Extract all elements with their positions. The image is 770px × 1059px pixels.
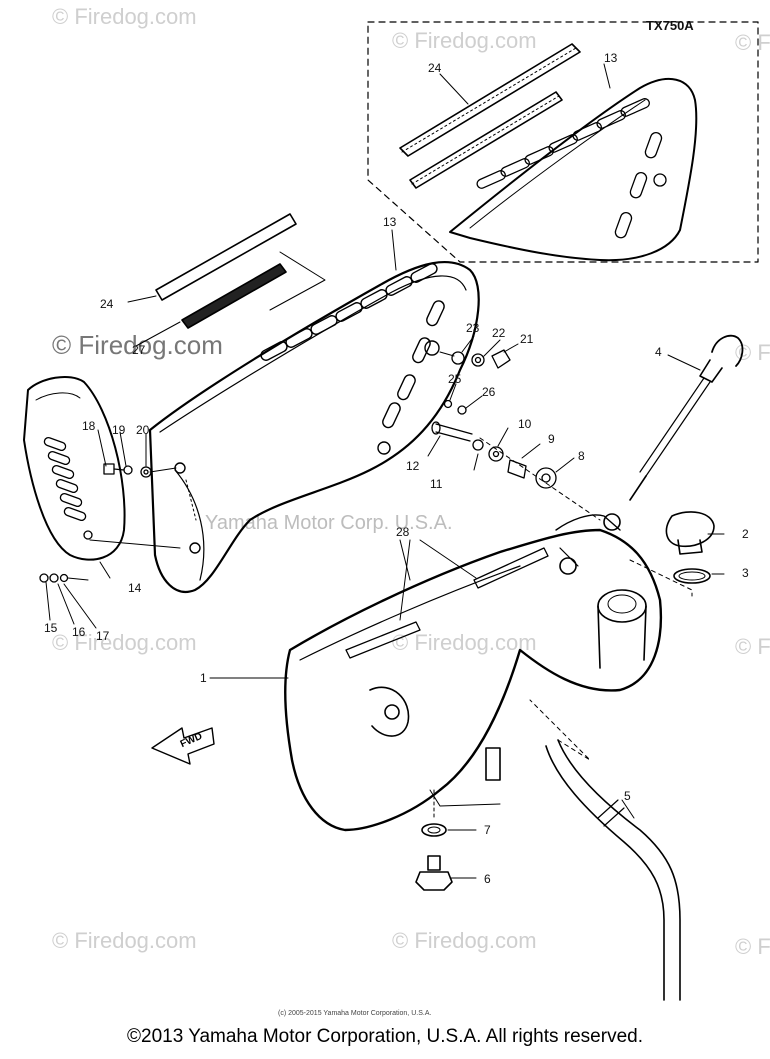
callout-20: 20 — [136, 423, 150, 437]
callout-4: 4 — [655, 345, 662, 359]
clip-parts — [443, 399, 467, 415]
fasteners-bottom-left — [39, 573, 89, 583]
fwd-arrow-icon — [151, 727, 215, 765]
watermark: © Firedog.com — [392, 630, 537, 655]
callout-2: 2 — [742, 527, 749, 541]
drain-plug — [415, 789, 453, 891]
callout-13-inset: 13 — [604, 51, 618, 65]
footer-copyright: ©2013 Yamaha Motor Corporation, U.S.A. A… — [127, 1026, 643, 1047]
callout-11: 11 — [430, 477, 443, 491]
callout-24-inset: 24 — [428, 61, 442, 75]
callout-13: 13 — [383, 215, 397, 229]
callout-26: 26 — [482, 385, 496, 399]
callout-10: 10 — [518, 417, 532, 431]
side-cover-frame — [148, 260, 480, 593]
oil-cap — [629, 511, 715, 597]
callout-19: 19 — [112, 423, 126, 437]
watermark: © Firedog.com — [392, 28, 537, 53]
inset-dashed-border — [367, 21, 759, 263]
callout-8: 8 — [578, 449, 585, 463]
oil-tank — [284, 513, 663, 832]
callout-5: 5 — [624, 789, 631, 803]
watermark: © Firedog.com — [735, 30, 770, 55]
callout-9: 9 — [548, 432, 555, 446]
callout-18: 18 — [82, 419, 96, 433]
callout-23: 23 — [466, 321, 480, 335]
mounting-bolt-set — [431, 421, 601, 521]
watermark: © Firedog.com — [392, 928, 537, 953]
callout-12: 12 — [406, 459, 420, 473]
callout-21: 21 — [520, 332, 534, 346]
emblem-strip — [155, 213, 326, 329]
callout-22: 22 — [492, 326, 506, 340]
callout-6: 6 — [484, 872, 491, 886]
rubber-strips — [345, 539, 549, 659]
callout-15: 15 — [44, 621, 58, 635]
callout-1: 1 — [200, 671, 207, 685]
watermark: © Firedog.com — [735, 934, 770, 959]
callout-14: 14 — [128, 581, 142, 595]
callout-25: 25 — [448, 372, 462, 386]
callout-16: 16 — [72, 625, 86, 639]
small-cover — [23, 375, 181, 561]
fasteners-left — [103, 463, 177, 478]
callout-leaders — [45, 63, 725, 879]
inset-emblem-strip — [399, 43, 581, 189]
center-watermark: Yamaha Motor Corp. U.S.A. — [205, 512, 453, 534]
callout-3: 3 — [742, 566, 749, 580]
watermark: © Firedog.com — [52, 630, 197, 655]
grommet-nut-washer — [439, 349, 511, 369]
watermark: © Firedog.com — [52, 4, 197, 29]
callout-17: 17 — [96, 629, 110, 643]
callout-28: 28 — [396, 525, 410, 539]
watermark: © Firedog.com — [735, 634, 770, 659]
model-label: TX750A — [646, 18, 694, 33]
watermark: © Firedog.com — [52, 928, 197, 953]
callout-24: 24 — [100, 297, 114, 311]
small-copyright: (c) 2005-2015 Yamaha Motor Corporation, … — [278, 1010, 432, 1017]
breather-hose — [529, 699, 681, 1001]
dipstick — [629, 334, 744, 501]
callout-27: 27 — [132, 343, 146, 357]
inset-side-cover — [449, 78, 698, 262]
callout-7: 7 — [484, 823, 491, 837]
